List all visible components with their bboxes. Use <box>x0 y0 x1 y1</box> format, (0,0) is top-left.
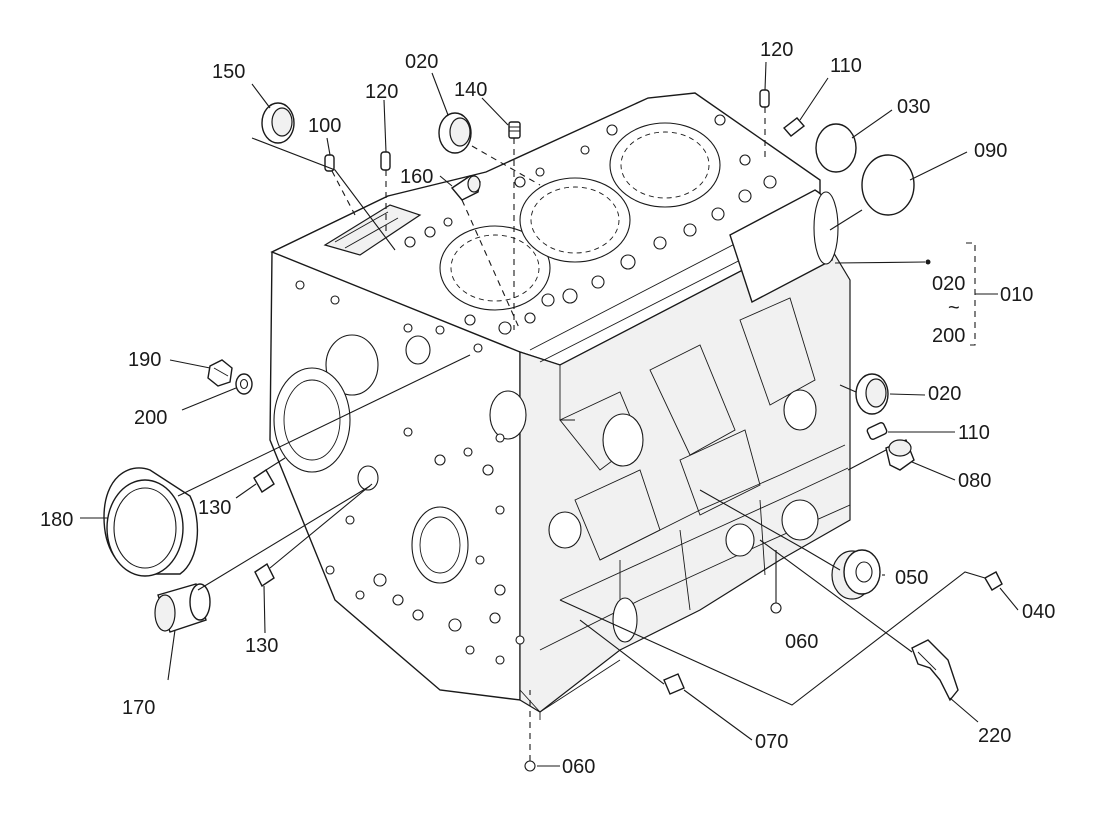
part-020-plug-top <box>438 112 472 154</box>
callout-040: 040 <box>1022 601 1055 623</box>
part-060-ball-upper <box>770 602 782 614</box>
part-120-pin-right <box>759 89 770 108</box>
callout-060-upper: 060 <box>785 631 818 653</box>
camshaft-bore <box>325 334 379 396</box>
part-150-plug <box>261 102 295 144</box>
callout-110-right: 110 <box>958 422 990 444</box>
callout-170: 170 <box>122 697 155 719</box>
callout-100: 100 <box>308 115 341 137</box>
cylinder-bore-1 <box>439 225 551 311</box>
part-130-pin-lower <box>254 562 275 588</box>
part-020-plug-right <box>855 373 889 415</box>
callout-020-range-start: 020 <box>932 273 965 295</box>
part-120-pin-left <box>380 151 391 171</box>
part-160-fitting <box>450 175 481 201</box>
callout-labels: 150 100 120 020 140 160 120 110 030 090 … <box>40 39 1055 778</box>
part-220-drain-cock <box>911 639 959 702</box>
callout-140: 140 <box>454 79 487 101</box>
callout-150: 150 <box>212 61 245 83</box>
callout-020-right: 020 <box>928 383 961 405</box>
part-070-plug <box>663 673 685 695</box>
callout-120-left: 120 <box>365 81 398 103</box>
part-190-plug-bolt <box>207 359 233 387</box>
part-040-plug <box>984 571 1003 591</box>
callout-020-top: 020 <box>405 51 438 73</box>
callout-200-range-end: 200 <box>932 325 965 347</box>
part-110-pin-top <box>782 117 806 137</box>
part-110-pin-right <box>866 422 888 440</box>
part-030-plug <box>815 123 857 173</box>
part-050-plug <box>831 549 881 600</box>
callout-range-tilde: ~ <box>948 297 960 319</box>
callout-010: 010 <box>1000 284 1033 306</box>
callout-130-upper: 130 <box>198 497 231 519</box>
part-200-washer <box>235 373 253 395</box>
callout-160: 160 <box>400 166 433 188</box>
part-130-pin-upper <box>253 469 275 493</box>
cylinder-bore-3 <box>609 122 721 208</box>
callout-200: 200 <box>134 407 167 429</box>
callout-120-right: 120 <box>760 39 793 61</box>
part-080-plug <box>885 439 915 471</box>
callout-090: 090 <box>974 140 1007 162</box>
callout-130-lower: 130 <box>245 635 278 657</box>
callout-050: 050 <box>895 567 928 589</box>
leader-lines <box>80 61 1019 767</box>
callout-060-lower: 060 <box>562 756 595 778</box>
part-090-plug <box>861 154 915 216</box>
callout-080: 080 <box>958 470 991 492</box>
part-140-pin <box>508 121 521 139</box>
callout-190: 190 <box>128 349 161 371</box>
callout-070: 070 <box>755 731 788 753</box>
callout-180: 180 <box>40 509 73 531</box>
cylinder-bore-2 <box>519 177 631 263</box>
crankshaft-bore-left <box>273 367 351 473</box>
part-180-crankshaft-bushing <box>103 467 199 577</box>
part-170-bushing <box>154 583 211 633</box>
cylinder-block <box>269 92 851 720</box>
part-060-ball-lower <box>524 760 536 772</box>
callout-220: 220 <box>978 725 1011 747</box>
callout-110-top: 110 <box>830 55 862 77</box>
callout-030: 030 <box>897 96 930 118</box>
